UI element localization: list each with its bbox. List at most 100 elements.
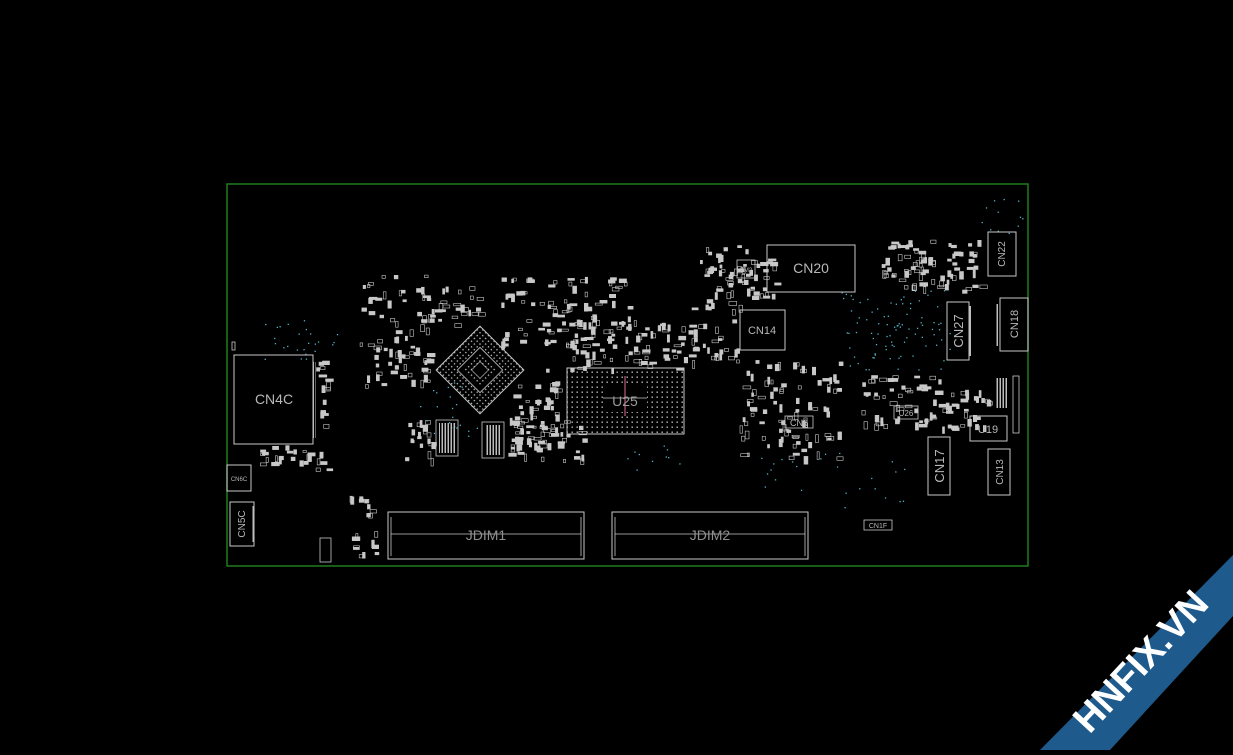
via-dot [872, 357, 874, 359]
smd-component [501, 302, 505, 308]
chip-pch-bga[interactable] [435, 325, 525, 415]
smd-component [516, 444, 520, 452]
via-dot [870, 332, 873, 334]
smd-component [427, 438, 431, 444]
chip-memory-a[interactable] [435, 419, 459, 457]
smd-component [609, 293, 617, 298]
smd-component [420, 324, 425, 333]
chip-u26[interactable]: U26 [893, 405, 919, 420]
connector-right-edge[interactable] [996, 375, 1020, 434]
smd-component [550, 383, 557, 388]
smd-component [553, 280, 558, 285]
via-dot [850, 295, 852, 297]
via-dot [317, 341, 320, 343]
smd-component [322, 399, 327, 405]
slot-jdim1[interactable]: JDIM1 [387, 511, 585, 560]
via-dot [627, 458, 629, 460]
smd-component [824, 433, 832, 438]
smd-component [438, 309, 446, 313]
smd-component [611, 300, 616, 309]
smd-component [817, 379, 822, 386]
connector-cn4c[interactable]: CN4C [233, 354, 316, 445]
smd-component [368, 311, 376, 316]
smd-component [590, 315, 598, 320]
via-dot [858, 317, 860, 319]
chip-pm2[interactable]: PM2 [736, 259, 756, 279]
smd-component [985, 398, 990, 404]
via-dot [332, 344, 334, 346]
smd-component [260, 462, 267, 467]
connector-cn6c[interactable]: CN6C [226, 464, 252, 492]
smd-component [895, 418, 900, 425]
smd-component [732, 319, 738, 324]
smd-component [319, 451, 324, 458]
smd-component [895, 404, 900, 412]
via-dot [997, 230, 999, 232]
chip-memory-b[interactable] [481, 421, 505, 459]
smd-component [584, 276, 588, 284]
connector-cn18[interactable]: CN18 [995, 297, 1029, 352]
connector-cn13[interactable]: CN13 [987, 448, 1011, 496]
smd-component [536, 399, 541, 406]
connector-cn6[interactable]: CN6 [784, 415, 814, 429]
smd-component [945, 410, 954, 414]
via-dot [866, 319, 868, 321]
smd-component [803, 456, 809, 465]
smd-component [390, 318, 396, 323]
connector-cn17[interactable]: CN17 [927, 436, 951, 496]
smd-component [698, 324, 707, 330]
smd-component [419, 420, 423, 428]
smd-component [627, 316, 631, 323]
smd-component [738, 304, 743, 313]
smd-component [914, 375, 921, 379]
smd-component [644, 355, 649, 361]
smd-component [424, 360, 428, 365]
via-dot [845, 293, 847, 296]
via-dot [310, 333, 312, 335]
smd-component [767, 364, 773, 369]
smd-component [745, 249, 749, 255]
smd-component [390, 370, 398, 375]
smd-component [376, 371, 383, 376]
smd-component [476, 296, 484, 301]
connector-small-bottom[interactable] [319, 537, 332, 563]
chip-cpu-u25[interactable]: U25 [566, 367, 685, 435]
smd-component [741, 266, 746, 274]
connector-cn22[interactable]: CN22 [987, 231, 1017, 277]
smd-component [470, 295, 474, 300]
smd-component [422, 293, 426, 301]
smd-component [440, 300, 448, 304]
via-dot [867, 298, 869, 301]
smd-component [918, 423, 928, 428]
smd-component [788, 455, 795, 461]
connector-cn14[interactable]: CN14 [739, 309, 786, 351]
connector-cn1f[interactable]: CN1F [863, 519, 893, 531]
smd-component [708, 267, 718, 271]
smd-component [676, 350, 682, 354]
smd-component [405, 457, 410, 462]
smd-component [566, 433, 571, 438]
slot-jdim2[interactable]: JDIM2 [611, 511, 809, 560]
smd-component [547, 443, 552, 451]
smd-component [421, 367, 429, 372]
via-dot [899, 501, 901, 503]
via-dot [901, 324, 903, 326]
smd-component [662, 348, 670, 352]
via-dot [852, 298, 854, 301]
smd-component [681, 342, 685, 346]
smd-component [421, 286, 425, 295]
smd-component [541, 426, 548, 431]
via-dot [910, 302, 912, 305]
smd-component [265, 457, 269, 463]
smd-component [705, 304, 709, 311]
connector-cn27[interactable]: CN27 [946, 301, 971, 361]
via-dot [875, 344, 878, 346]
connector-cn5c[interactable]: CN5C [229, 501, 255, 547]
smd-component [525, 399, 530, 403]
chip-u19[interactable]: U19 [969, 415, 1008, 442]
smd-component [271, 461, 280, 467]
smd-component [513, 394, 522, 399]
smd-component [579, 319, 583, 328]
connector-cn20[interactable]: CN20 [766, 244, 856, 293]
